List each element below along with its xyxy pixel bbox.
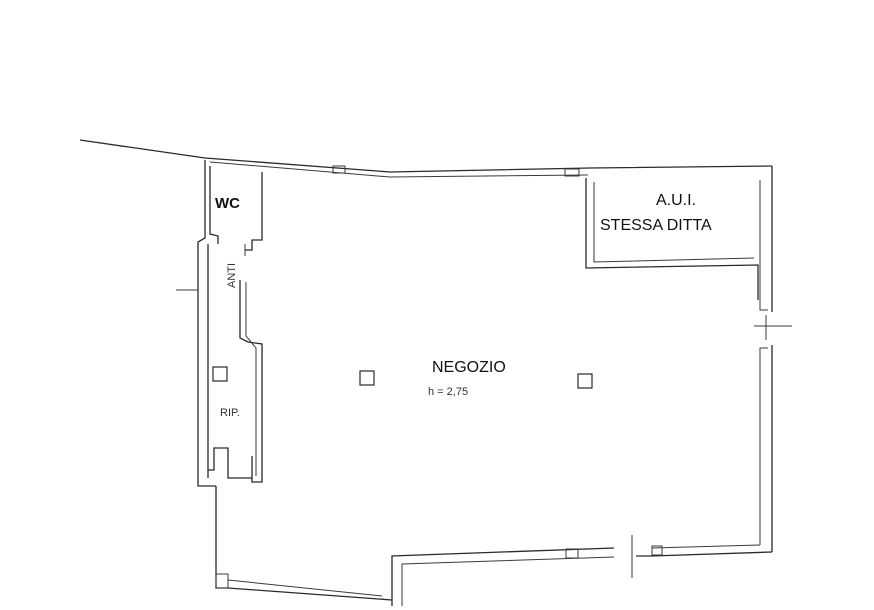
aui-room-outline: [585, 178, 759, 300]
room-label-aui: A.U.I.: [656, 192, 696, 209]
ceiling-height-note: h = 2,75: [428, 386, 468, 398]
east-wall-inner-upper: [759, 180, 768, 311]
south-wall-jamb-a: [651, 545, 663, 556]
south-wall-mid: [391, 547, 615, 606]
shaft-rip: [212, 366, 228, 382]
south-wall-right-inner: [651, 544, 761, 549]
north-wall-inner: [209, 161, 589, 178]
room-label-aui-owner: STESSA DITTA: [600, 217, 712, 234]
north-boundary-line: [79, 139, 773, 173]
room-label-negozio: NEGOZIO: [432, 359, 506, 376]
south-wall-jamb-b: [565, 548, 579, 559]
wc-room-walls: [209, 166, 219, 244]
north-wall-jamb-left: [332, 165, 346, 174]
rip-partition-inner: [245, 282, 257, 476]
rip-threshold: [208, 447, 252, 479]
room-label-anti: ANTI: [226, 263, 238, 288]
south-wall-corner: [215, 573, 229, 589]
wc-room-east-wall: [245, 172, 263, 251]
south-wall-left-inner: [227, 579, 383, 597]
east-opening-tick: [754, 315, 792, 340]
east-wall-inner-lower: [759, 347, 768, 545]
room-label-wc: WC: [215, 195, 240, 212]
rip-partition: [239, 280, 263, 483]
west-wall-outer: [197, 160, 216, 487]
room-label-rip: RIP.: [220, 407, 240, 419]
pillar-left: [359, 370, 375, 386]
south-wall-right: [636, 551, 773, 557]
aui-room-inner: [593, 182, 755, 263]
south-wall-mid-inner: [401, 556, 615, 606]
pillar-right: [577, 373, 593, 389]
south-wall-left: [215, 486, 393, 601]
north-wall-jamb-right: [564, 168, 580, 177]
